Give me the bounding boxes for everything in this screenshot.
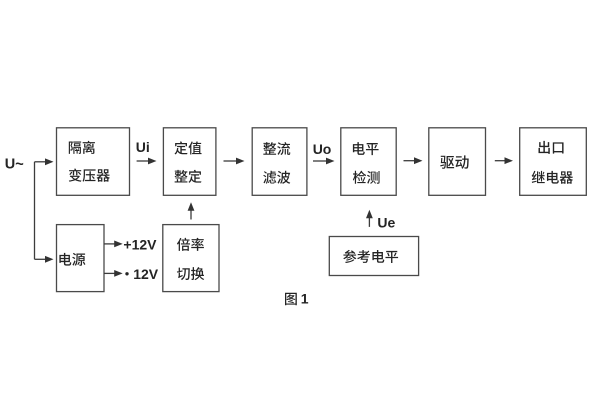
svg-text:+12V: +12V	[123, 236, 157, 252]
svg-text:Ue: Ue	[377, 215, 395, 231]
svg-text:12V: 12V	[133, 266, 159, 282]
svg-text:1: 1	[301, 291, 309, 307]
svg-text:Ui: Ui	[136, 139, 150, 155]
svg-text:U~: U~	[5, 156, 24, 172]
svg-text:Uo: Uo	[313, 141, 332, 157]
